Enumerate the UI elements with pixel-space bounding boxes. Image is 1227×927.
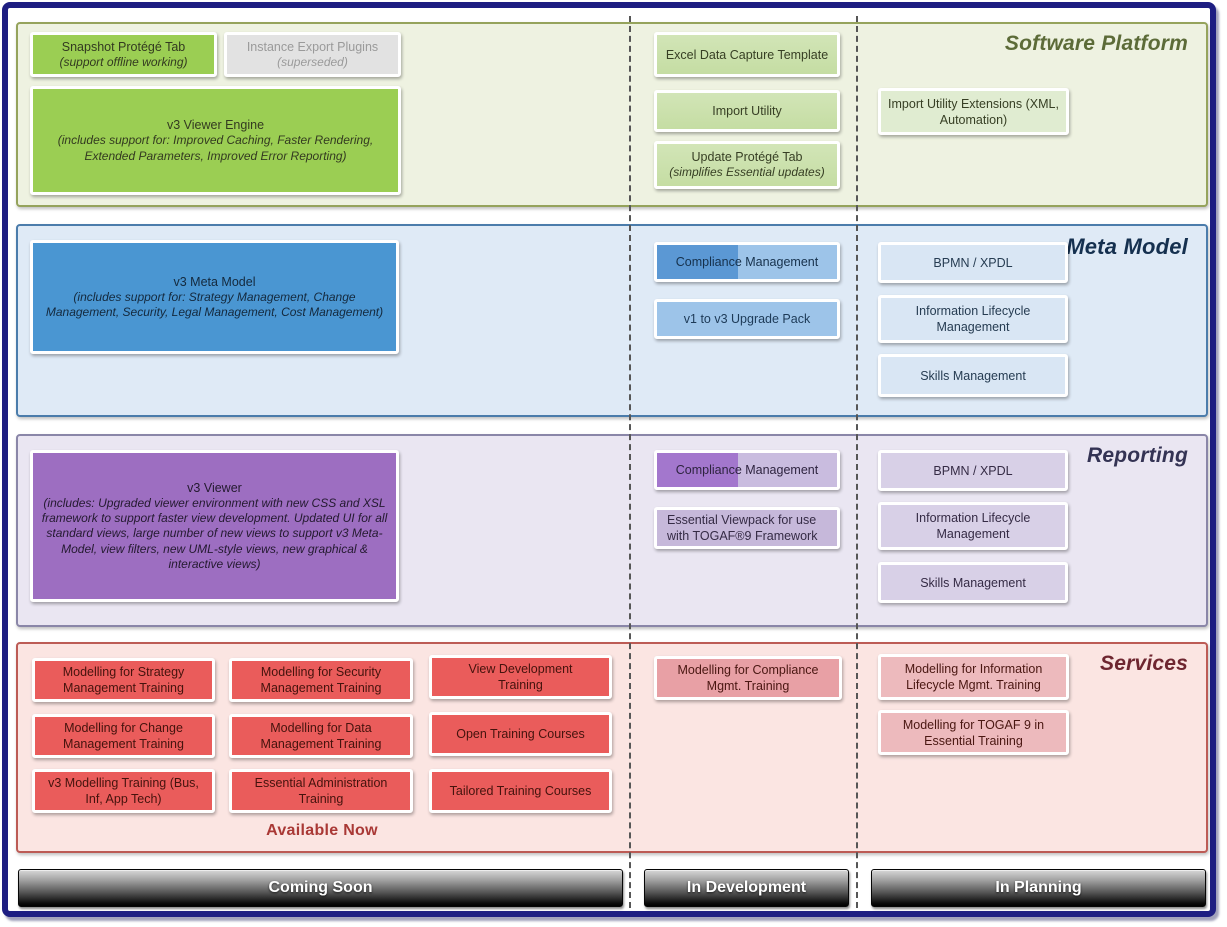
box-label: Open Training Courses bbox=[456, 727, 585, 741]
box-open-training-courses: Open Training Courses bbox=[429, 712, 612, 756]
dashed-divider-right bbox=[856, 16, 858, 908]
box-import-utility-extensions: Import Utility Extensions (XML, Automati… bbox=[878, 88, 1069, 135]
box-v3-meta-model: v3 Meta Model (includes support for: Str… bbox=[30, 240, 399, 354]
box-essential-viewpack-togaf9: Essential Viewpack for use with TOGAF®9 … bbox=[654, 507, 840, 549]
box-modelling-compliance-mgmt-training: Modelling for Compliance Mgmt. Training bbox=[654, 656, 842, 700]
box-label: Essential Viewpack for use with TOGAF®9 … bbox=[667, 513, 818, 543]
box-tailored-training-courses: Tailored Training Courses bbox=[429, 769, 612, 813]
available-now-note: Available Now bbox=[266, 822, 378, 839]
dashed-divider-left bbox=[629, 16, 631, 908]
box-compliance-management-meta: Compliance Management bbox=[654, 242, 840, 282]
band-reporting: Reporting v3 Viewer (includes: Upgraded … bbox=[16, 434, 1208, 627]
box-label: v3 Viewer bbox=[187, 480, 242, 495]
band-title-software-platform: Software Platform bbox=[1004, 32, 1188, 55]
box-label: v1 to v3 Upgrade Pack bbox=[683, 312, 811, 326]
status-bar-label: Coming Soon bbox=[268, 879, 373, 896]
box-label: Modelling for Strategy Management Traini… bbox=[62, 665, 185, 695]
status-bar-coming-soon: Coming Soon bbox=[18, 869, 623, 907]
box-label: Modelling for TOGAF 9 in Essential Train… bbox=[902, 717, 1045, 748]
box-sublabel: (superseded) bbox=[277, 54, 348, 69]
box-label: Information Lifecycle Management bbox=[915, 511, 1031, 541]
box-v3-viewer: v3 Viewer (includes: Upgraded viewer env… bbox=[30, 450, 399, 602]
box-modelling-information-lifecycle-mgmt-training: Modelling for Information Lifecycle Mgmt… bbox=[878, 654, 1069, 700]
band-meta-model: Meta Model v3 Meta Model (includes suppo… bbox=[16, 224, 1208, 417]
box-sublabel: (support offline working) bbox=[59, 54, 188, 69]
box-label: Modelling for Data Management Training bbox=[260, 721, 382, 751]
box-bpmn-xpdl-meta: BPMN / XPDL bbox=[878, 242, 1068, 283]
box-label: Import Utility Extensions (XML, Automati… bbox=[888, 96, 1059, 127]
box-label: BPMN / XPDL bbox=[933, 463, 1013, 478]
box-label: Skills Management bbox=[920, 368, 1026, 383]
box-label: Tailored Training Courses bbox=[449, 784, 592, 798]
box-label: Excel Data Capture Template bbox=[665, 47, 829, 62]
box-modelling-data-management-training: Modelling for Data Management Training bbox=[229, 714, 413, 758]
box-label: Compliance Management bbox=[675, 255, 819, 269]
box-v3-modelling-training: v3 Modelling Training (Bus, Inf, App Tec… bbox=[32, 769, 215, 813]
box-label: v3 Meta Model bbox=[173, 274, 256, 289]
box-update-protege-tab: Update Protégé Tab (simplifies Essential… bbox=[654, 141, 840, 189]
box-label: BPMN / XPDL bbox=[933, 255, 1013, 270]
box-label: Import Utility bbox=[712, 104, 782, 118]
box-sublabel: (simplifies Essential updates) bbox=[669, 165, 825, 180]
box-label: v3 Modelling Training (Bus, Inf, App Tec… bbox=[48, 776, 199, 806]
box-label: Compliance Management bbox=[675, 463, 819, 477]
band-title-meta-model: Meta Model bbox=[1066, 234, 1188, 259]
box-label: Instance Export Plugins bbox=[246, 39, 379, 54]
box-modelling-security-management-training: Modelling for Security Management Traini… bbox=[229, 658, 413, 702]
band-software-platform: Software Platform Snapshot Protégé Tab (… bbox=[16, 22, 1208, 207]
box-information-lifecycle-management-meta: Information Lifecycle Management bbox=[878, 295, 1068, 343]
box-label: Modelling for Compliance Mgmt. Training bbox=[677, 663, 819, 693]
band-title-reporting: Reporting bbox=[1087, 444, 1188, 467]
box-label: View Development Training bbox=[468, 662, 573, 692]
box-essential-administration-training: Essential Administration Training bbox=[229, 769, 413, 813]
box-modelling-togaf9-essential-training: Modelling for TOGAF 9 in Essential Train… bbox=[878, 710, 1069, 755]
box-label: Update Protégé Tab bbox=[691, 150, 803, 165]
box-instance-export-plugins: Instance Export Plugins (superseded) bbox=[224, 32, 401, 77]
box-compliance-management-reporting: Compliance Management bbox=[654, 450, 840, 490]
status-bar-in-planning: In Planning bbox=[871, 869, 1206, 907]
box-label: Essential Administration Training bbox=[254, 776, 388, 806]
box-modelling-change-management-training: Modelling for Change Management Training bbox=[32, 714, 215, 758]
box-v3-viewer-engine: v3 Viewer Engine (includes support for: … bbox=[30, 86, 401, 195]
box-excel-data-capture-template: Excel Data Capture Template bbox=[654, 32, 840, 77]
box-skills-management-reporting: Skills Management bbox=[878, 562, 1068, 603]
box-modelling-strategy-management-training: Modelling for Strategy Management Traini… bbox=[32, 658, 215, 702]
box-bpmn-xpdl-reporting: BPMN / XPDL bbox=[878, 450, 1068, 491]
status-bar-in-development: In Development bbox=[644, 869, 849, 907]
box-information-lifecycle-management-reporting: Information Lifecycle Management bbox=[878, 502, 1068, 550]
box-label: Modelling for Change Management Training bbox=[63, 721, 184, 751]
box-label: Modelling for Security Management Traini… bbox=[260, 665, 382, 695]
box-snapshot-protege-tab: Snapshot Protégé Tab (support offline wo… bbox=[30, 32, 217, 77]
status-bar-label: In Development bbox=[686, 879, 807, 896]
box-label: Skills Management bbox=[920, 575, 1026, 590]
box-import-utility: Import Utility bbox=[654, 90, 840, 132]
box-v1-to-v3-upgrade-pack: v1 to v3 Upgrade Pack bbox=[654, 299, 840, 339]
box-label: Modelling for Information Lifecycle Mgmt… bbox=[904, 662, 1043, 692]
box-view-development-training: View Development Training bbox=[429, 655, 612, 699]
box-sublabel: (includes: Upgraded viewer environment w… bbox=[41, 495, 388, 572]
box-sublabel: (includes support for: Improved Caching,… bbox=[57, 133, 374, 163]
status-bar-label: In Planning bbox=[995, 879, 1082, 896]
box-label: v3 Viewer Engine bbox=[166, 118, 265, 133]
band-services: Services Modelling for Strategy Manageme… bbox=[16, 642, 1208, 853]
band-title-services: Services bbox=[1099, 652, 1188, 675]
box-label: Snapshot Protégé Tab bbox=[61, 39, 186, 54]
box-label: Information Lifecycle Management bbox=[915, 304, 1031, 334]
box-sublabel: (includes support for: Strategy Manageme… bbox=[45, 289, 384, 319]
box-skills-management-meta: Skills Management bbox=[878, 354, 1068, 397]
